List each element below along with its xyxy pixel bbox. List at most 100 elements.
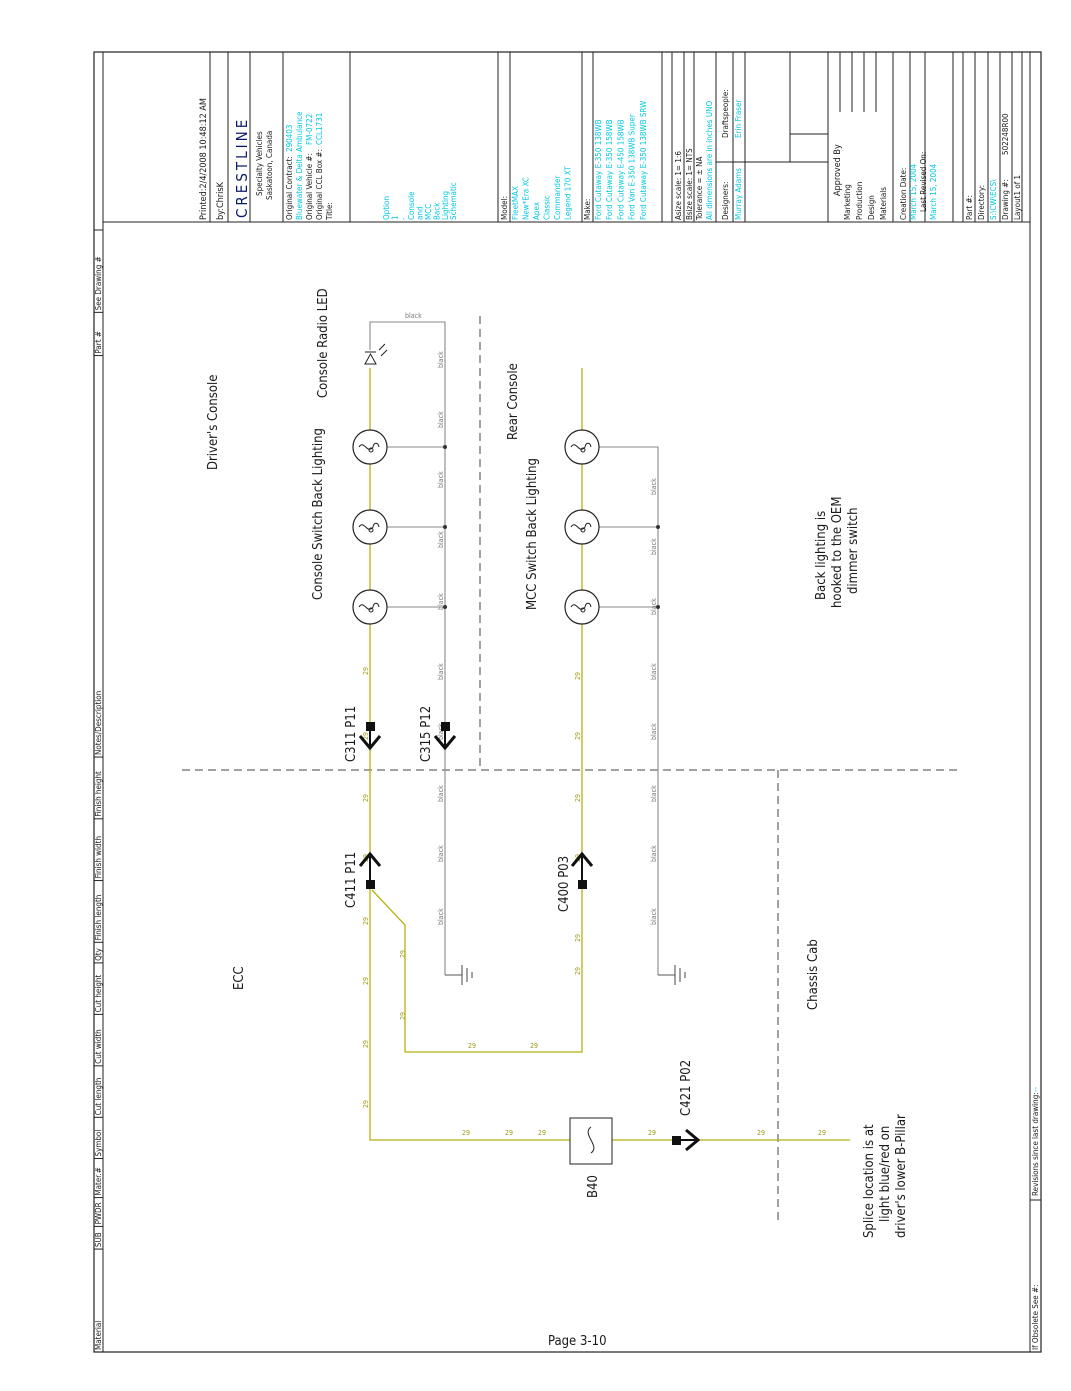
wire-label-black-17: black bbox=[650, 908, 658, 925]
header-col-2: PWDR bbox=[94, 1202, 103, 1224]
bulb-icon-5 bbox=[564, 589, 600, 625]
title-line-8: Schematic bbox=[449, 182, 458, 220]
wire-label-black-7: black bbox=[437, 785, 445, 802]
approval-0: Marketing bbox=[843, 184, 852, 220]
approval-3: Materials bbox=[879, 187, 888, 220]
revisions-label: Revisions since last drawing: bbox=[1031, 1092, 1040, 1196]
connector-c311-label: C311 P11 bbox=[344, 706, 359, 762]
mcc-switch-label: MCC Switch Back Lighting bbox=[525, 458, 540, 610]
title-line-1: 1 bbox=[390, 215, 399, 220]
connector-c315 bbox=[433, 722, 457, 751]
wire-label-black-5: black bbox=[437, 663, 445, 680]
asize-scale: Asize scale: 1= 1:6 bbox=[674, 151, 683, 220]
wire-label-29-4: 29 bbox=[362, 917, 370, 925]
revisions-value: -- bbox=[1031, 1086, 1040, 1092]
designers: Murray Adams bbox=[734, 168, 743, 220]
model-3: Classic bbox=[543, 195, 552, 220]
units-note: All dimensions are in inches UNO bbox=[705, 101, 714, 220]
wire-label-29-23: 29 bbox=[530, 1042, 538, 1050]
header-col-7: Cut height bbox=[94, 975, 103, 1013]
wire-label-black-15: black bbox=[650, 785, 658, 802]
wire-label-29-19: 29 bbox=[648, 1129, 656, 1137]
wire-label-29-15: 29 bbox=[399, 1012, 407, 1020]
bulb-icon-2 bbox=[352, 589, 388, 625]
original-vehicle-label: Original Vehicle #: bbox=[305, 153, 314, 220]
designers-label: Designers: bbox=[721, 182, 730, 220]
led-icon bbox=[364, 343, 388, 365]
wire-label-29-5: 29 bbox=[362, 977, 370, 985]
connector-c411 bbox=[358, 851, 382, 889]
bulb-icon-4 bbox=[564, 509, 600, 545]
title-line-4: and bbox=[416, 206, 425, 220]
connector-c411-label: C411 P11 bbox=[344, 852, 359, 908]
wire-label-black-18: black bbox=[405, 312, 422, 320]
creation-date: March 15, 2004 bbox=[909, 163, 918, 220]
make-1: Ford Cutaway E-350 158WB bbox=[605, 119, 614, 220]
company-logo: CRESTLINE bbox=[233, 117, 251, 218]
make-3: Ford Van E-350 138WB Super bbox=[628, 114, 637, 220]
original-vehicle: FM-0722 bbox=[305, 114, 314, 145]
wire-label-black-8: black bbox=[437, 845, 445, 862]
approved-by: Approved By bbox=[833, 144, 843, 196]
wire-label-29-8: 29 bbox=[574, 672, 582, 680]
original-ccl: CCL1731 bbox=[315, 113, 324, 145]
junction-dots bbox=[443, 445, 660, 609]
wire-label-29-1: 29 bbox=[362, 732, 370, 740]
make-4: Ford Cutaway E-350 138WB SRW bbox=[639, 101, 648, 220]
model-2: Apex bbox=[532, 201, 541, 220]
ground-symbol-2 bbox=[658, 965, 686, 985]
fuse-label: B40 bbox=[586, 1175, 601, 1198]
make-0: Ford Cutaway E-350 138WB bbox=[594, 119, 603, 220]
drawing-label: Drawing #: bbox=[1001, 179, 1010, 220]
connector-c311 bbox=[358, 722, 382, 751]
header-col-6: Cut width bbox=[94, 1029, 103, 1064]
fuse-icon bbox=[569, 1117, 613, 1165]
header-col-4: Symbol bbox=[94, 1130, 103, 1157]
bsize-scale: Bsize scale: 1= NTS bbox=[685, 148, 694, 220]
header-col-5: Cut length bbox=[94, 1078, 103, 1116]
title-line-7: Lighting bbox=[441, 191, 450, 220]
header-col-9: Finish length bbox=[94, 895, 103, 941]
wire-label-black-9: black bbox=[437, 908, 445, 925]
original-contract-line2: Bluewater & Delta Ambulance bbox=[295, 111, 304, 220]
directory: S:\CW\ECS\ bbox=[989, 179, 998, 220]
header-col-13: Part # bbox=[94, 331, 103, 353]
wire-label-black-1: black bbox=[437, 411, 445, 428]
wire-label-29-14: 29 bbox=[399, 950, 407, 958]
sheet-border bbox=[93, 51, 1042, 1353]
original-contract-label: Original Contract: bbox=[285, 156, 294, 220]
schematic: Driver's Console Rear Console ECC Chassi… bbox=[182, 288, 962, 1238]
header-col-8: Qty bbox=[94, 947, 103, 960]
wire-label-29-18: 29 bbox=[538, 1129, 546, 1137]
wire-label-29-13: 29 bbox=[574, 967, 582, 975]
wire-label-black-16: black bbox=[650, 845, 658, 862]
revised-date: March 15, 2004 bbox=[929, 163, 938, 220]
title-line-0: Option bbox=[382, 196, 391, 220]
connector-c400 bbox=[570, 851, 594, 889]
zone-ecc: ECC bbox=[232, 966, 247, 990]
title-label: Title: bbox=[325, 202, 334, 221]
model-5: Legend 170 XT bbox=[564, 165, 573, 220]
directory-label: Directory: bbox=[977, 185, 986, 220]
make-2: Ford Cutaway E-450 158WB bbox=[616, 119, 625, 220]
footer-strip: If Obsolete See #: Revisions since last … bbox=[1029, 52, 1041, 1352]
company-sub2: Saskatoon, Canada bbox=[265, 131, 274, 200]
header-col-3: Mater.# bbox=[94, 1167, 103, 1195]
wire-label-29-12: 29 bbox=[574, 934, 582, 942]
approval-1: Production bbox=[855, 182, 864, 220]
title-line-5: MCC bbox=[424, 204, 433, 220]
wire-label-29-16: 29 bbox=[462, 1129, 470, 1137]
make-label: Make: bbox=[583, 199, 592, 220]
revised-label: Last Revised On: bbox=[919, 152, 928, 212]
wire-label-29-6: 29 bbox=[362, 1040, 370, 1048]
model-0: FleetMAX bbox=[511, 186, 520, 220]
wire-label-black-4: black bbox=[437, 593, 445, 610]
wire-label-black-10: black bbox=[650, 478, 658, 495]
zone-drivers-console: Driver's Console bbox=[206, 375, 221, 470]
draftspeople-label: Draftspeople: bbox=[721, 89, 730, 138]
